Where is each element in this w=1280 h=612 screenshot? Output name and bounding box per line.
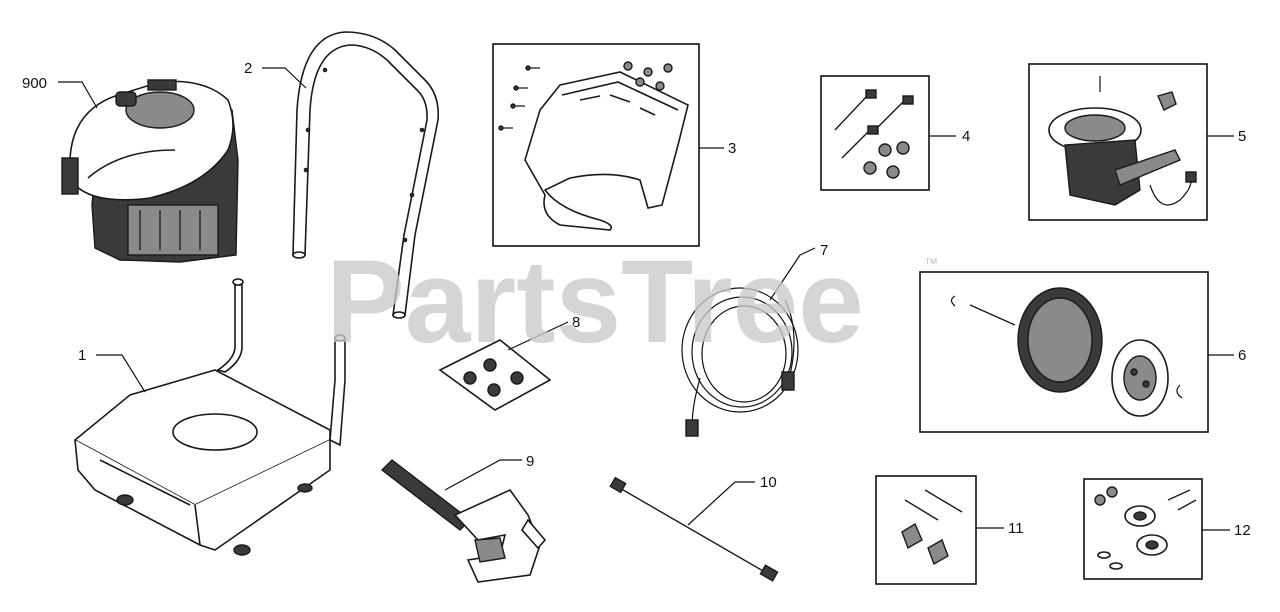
svg-text:7: 7 <box>820 242 828 259</box>
watermark-text: PartsTree <box>326 236 864 368</box>
part-base-frame[interactable] <box>73 278 346 556</box>
svg-text:1: 1 <box>78 347 86 364</box>
callout-foot-kit: 11 <box>976 520 1024 537</box>
part-nozzle-kit[interactable] <box>438 339 552 411</box>
callout-bolt-kit: 4 <box>929 128 970 145</box>
svg-text:6: 6 <box>1238 347 1246 364</box>
part-bracket-kit[interactable] <box>492 43 700 247</box>
callout-handle: 2 <box>244 60 307 89</box>
part-foot-kit[interactable] <box>875 475 977 585</box>
svg-text:9: 9 <box>526 453 534 470</box>
part-engine[interactable] <box>61 79 239 263</box>
svg-text:8: 8 <box>572 314 580 331</box>
callout-spray-gun: 9 <box>444 453 534 491</box>
part-hose[interactable] <box>681 254 801 437</box>
callout-bearing-kit: 12 <box>1202 522 1251 539</box>
callout-pump: 5 <box>1207 128 1246 145</box>
svg-text:900: 900 <box>22 75 47 92</box>
part-pump[interactable] <box>1028 63 1208 221</box>
callout-hose: 7 <box>799 242 828 259</box>
svg-text:2: 2 <box>244 60 252 77</box>
callout-wheel-kit: 6 <box>1208 347 1246 364</box>
part-lance[interactable] <box>609 476 779 582</box>
callout-engine: 900 <box>22 75 98 109</box>
callout-nozzle-kit: 8 <box>507 314 580 351</box>
svg-text:4: 4 <box>962 128 970 145</box>
callout-base-frame: 1 <box>78 347 146 393</box>
svg-text:10: 10 <box>760 474 777 491</box>
svg-text:3: 3 <box>728 140 736 157</box>
part-bearing-kit[interactable] <box>1083 478 1203 580</box>
part-bolt-kit[interactable] <box>820 75 930 191</box>
callout-bracket-kit: 3 <box>699 140 736 157</box>
svg-text:12: 12 <box>1234 522 1251 539</box>
watermark-trademark: ™ <box>924 255 938 271</box>
svg-text:5: 5 <box>1238 128 1246 145</box>
part-wheel-kit[interactable] <box>919 271 1209 433</box>
part-spray-gun[interactable] <box>380 459 547 583</box>
part-handle[interactable] <box>292 31 440 319</box>
callout-lance: 10 <box>687 474 777 526</box>
svg-text:11: 11 <box>1008 520 1024 537</box>
